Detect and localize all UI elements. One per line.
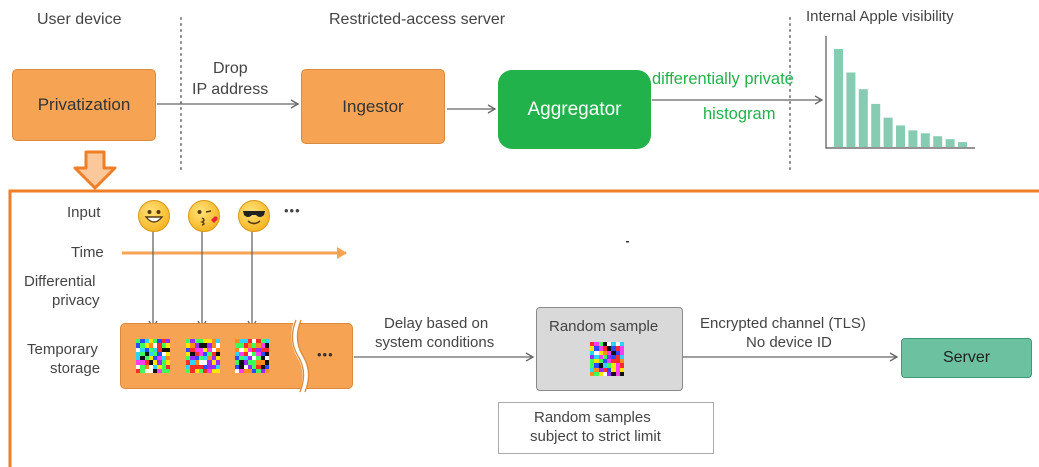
dp-label-line2: privacy [52,292,100,309]
server-label: Server [942,349,991,366]
histogram-bar [958,142,967,147]
random-sample-label: Random sample [549,318,659,335]
noise-tile-3 [235,339,269,373]
histogram-axes [825,36,975,149]
aggregator-label: Aggregator [527,98,622,120]
note-line1: Random samples [534,409,651,426]
storage-more: ••• [317,347,334,362]
noise-tile-sample [590,342,624,376]
histogram-bar [933,136,943,147]
stray-mark [626,241,629,243]
histogram-bar [858,89,868,147]
drop-label-line2: IP address [192,81,269,98]
encrypted-label-line2: No device ID [746,334,832,351]
input-label: Input [67,204,101,221]
histogram-bar [908,130,918,147]
kissing-face-icon [188,200,220,232]
note-line2: subject to strict limit [530,428,661,445]
sample-limit-note: Random samples subject to strict limit [498,402,714,454]
drop-label-line1: Drop [213,60,248,77]
time-label: Time [71,244,104,261]
histogram-bar [883,117,893,147]
noise-tile-1 [136,339,170,373]
detail-frame [8,189,1039,467]
header-restricted-server: Restricted-access server [329,11,506,28]
grinning-face-icon [138,200,170,232]
histogram-bar [920,133,930,147]
ingestor-box: Ingestor [301,69,445,144]
histogram-bar [945,139,955,147]
noise-tile-2 [186,339,220,373]
delay-label-line2: system conditions [375,334,495,351]
privatization-label: Privatization [37,95,131,114]
dp-histogram-label-line2: histogram [703,105,776,123]
histogram-bars [834,49,967,147]
privatization-box: Privatization [12,69,156,141]
histogram-bar [871,103,881,147]
histogram-bar [834,49,843,147]
aggregator-box: Aggregator [498,70,651,149]
dp-histogram-label-line1: differentially private [652,70,794,88]
header-user-device: User device [37,11,122,28]
encrypted-label-line1: Encrypted channel (TLS) [700,315,866,332]
temp-storage-line1: Temporary [27,341,98,358]
sunglasses-face-icon [238,200,270,232]
zoom-down-arrow [73,150,117,190]
histogram-bar [896,125,905,147]
header-internal-visibility: Internal Apple visibility [806,8,954,25]
dp-label-line1: Differential [24,273,96,290]
histogram-bar [846,72,856,147]
temp-storage-line2: storage [50,360,101,377]
input-more: ••• [284,203,301,218]
ingestor-label: Ingestor [342,96,404,116]
delay-label-line1: Delay based on [384,315,489,332]
server-box: Server [901,338,1032,378]
